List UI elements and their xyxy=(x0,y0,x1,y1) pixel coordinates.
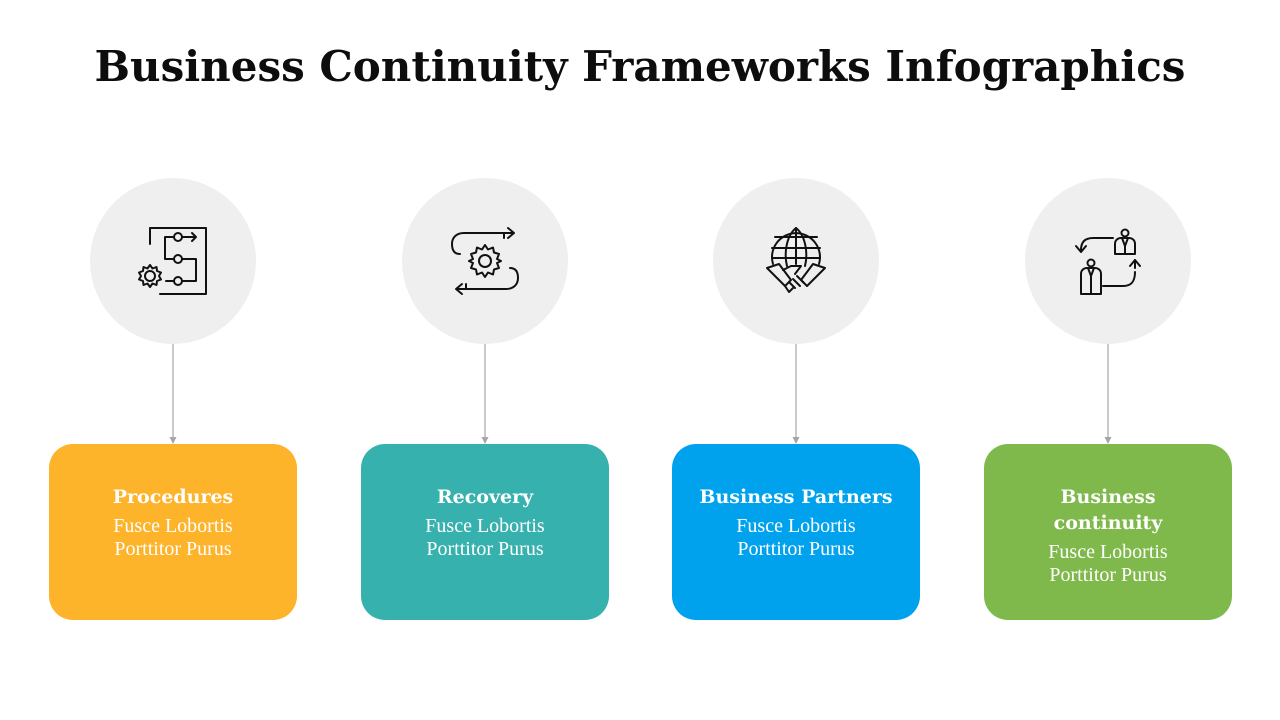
people-exchange-arrows-icon xyxy=(1075,228,1141,295)
icon-circle xyxy=(713,178,879,344)
card-body: Fusce Lobortis Porttitor Purus xyxy=(385,515,585,561)
card-body: Fusce Lobortis Porttitor Purus xyxy=(696,515,896,561)
step-business-continuity: Business continuity Fusce Lobortis Portt… xyxy=(984,0,1232,720)
card-title: Business Partners xyxy=(699,486,893,508)
card-title: Business continuity xyxy=(1053,486,1163,534)
card-body-line: Fusce Lobortis xyxy=(1048,541,1168,563)
card-body-line: Porttitor Purus xyxy=(737,538,855,560)
card-business-continuity: Business continuity Fusce Lobortis Portt… xyxy=(984,444,1232,620)
card-body-line: Fusce Lobortis xyxy=(425,515,545,537)
icon-circle xyxy=(90,178,256,344)
step-business-partners: Business Partners Fusce Lobortis Porttit… xyxy=(672,0,920,720)
step-procedures: Procedures Fusce Lobortis Porttitor Puru… xyxy=(49,0,297,720)
card-body-line: Fusce Lobortis xyxy=(113,515,233,537)
icon-circle xyxy=(402,178,568,344)
card-title: Procedures xyxy=(112,486,234,508)
step-recovery: Recovery Fusce Lobortis Porttitor Purus xyxy=(361,0,609,720)
page-title: Business Continuity Frameworks Infograph… xyxy=(94,42,1186,91)
card-body: Fusce Lobortis Porttitor Purus xyxy=(1008,541,1208,587)
card-title: Recovery xyxy=(436,486,534,508)
card-business-partners: Business Partners Fusce Lobortis Porttit… xyxy=(672,444,920,620)
card-body-line: Porttitor Purus xyxy=(426,538,544,560)
process-flow-gear-icon xyxy=(138,227,207,295)
card-body: Fusce Lobortis Porttitor Purus xyxy=(73,515,273,561)
globe-handshake-icon xyxy=(766,227,826,293)
card-body-line: Fusce Lobortis xyxy=(736,515,856,537)
card-recovery: Recovery Fusce Lobortis Porttitor Purus xyxy=(361,444,609,620)
icon-circle xyxy=(1025,178,1191,344)
card-procedures: Procedures Fusce Lobortis Porttitor Puru… xyxy=(49,444,297,620)
gear-cycle-arrows-icon xyxy=(451,227,519,295)
card-body-line: Porttitor Purus xyxy=(1049,564,1167,586)
card-body-line: Porttitor Purus xyxy=(114,538,232,560)
